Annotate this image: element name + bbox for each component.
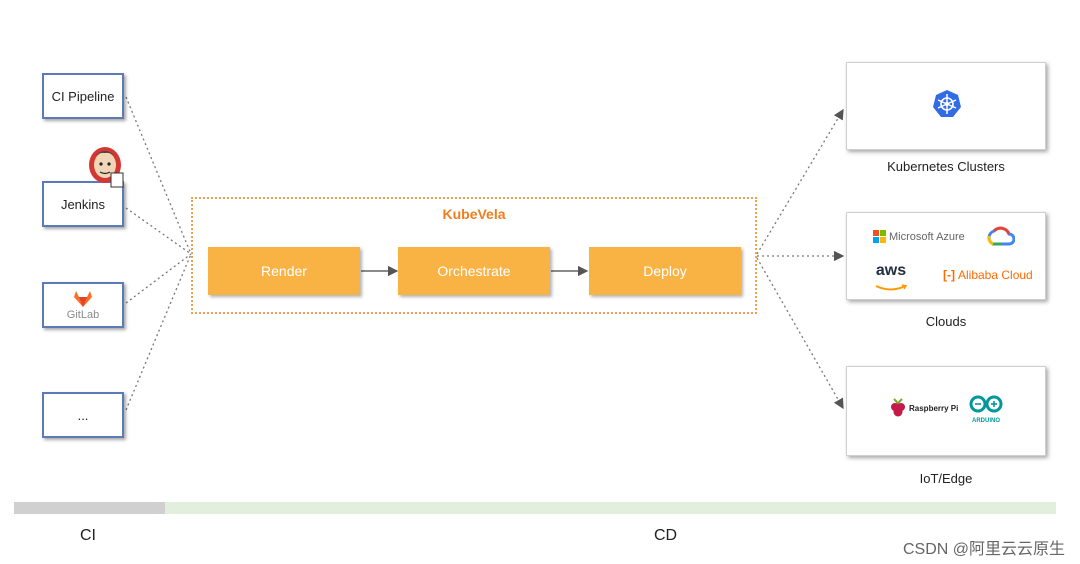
microsoft-icon xyxy=(873,230,886,243)
source-label: CI Pipeline xyxy=(51,88,115,104)
stage-label: Render xyxy=(261,263,307,279)
azure-label: Microsoft Azure xyxy=(889,230,965,243)
phase-ci-label: CI xyxy=(80,527,96,544)
connector-iot xyxy=(756,257,844,410)
stage-render: Render xyxy=(208,247,360,295)
target-label-kubernetes: Kubernetes Clusters xyxy=(887,159,1005,174)
cd-bar xyxy=(165,502,1056,514)
source-jenkins: Jenkins xyxy=(42,181,124,227)
connector-jenkins xyxy=(125,207,192,255)
phase-cd-label: CD xyxy=(654,527,678,544)
raspberry-pi-logo: Raspberry Pi xyxy=(889,397,958,419)
alibaba-logo: [-] Alibaba Cloud xyxy=(943,268,1033,282)
jenkins-logo-icon xyxy=(89,147,124,188)
stage-deploy: Deploy xyxy=(589,247,741,295)
connector-gitlab xyxy=(125,253,192,304)
target-clouds: Microsoft Azure aws [-] Alibaba Cloud xyxy=(846,212,1046,300)
target-iot: Raspberry Pi ARDUINO xyxy=(846,366,1046,456)
kubevela-title: KubeVela xyxy=(442,206,506,222)
google-cloud-icon xyxy=(987,226,1015,246)
alibaba-label: Alibaba Cloud xyxy=(958,268,1033,282)
aws-label: aws xyxy=(875,262,907,279)
raspberry-pi-icon xyxy=(891,398,905,417)
stage-orchestrate: Orchestrate xyxy=(398,247,550,295)
source-label: Jenkins xyxy=(60,196,106,212)
target-kubernetes xyxy=(846,62,1046,150)
arduino-label: ARDUINO xyxy=(972,418,1000,424)
source-ci-pipeline: CI Pipeline xyxy=(42,73,124,119)
watermark: CSDN @阿里云云原生 xyxy=(902,541,1065,558)
aws-smile-icon xyxy=(875,284,908,291)
connector-more xyxy=(125,253,192,411)
connector-k8s xyxy=(756,108,844,255)
stage-label: Orchestrate xyxy=(437,263,511,279)
connector-ci-pipeline xyxy=(125,96,192,255)
target-label-iot: IoT/Edge xyxy=(919,471,973,486)
arduino-logo: ARDUINO xyxy=(967,395,1005,425)
kubevela-frame: KubeVela xyxy=(191,197,757,314)
raspberry-pi-label: Raspberry Pi xyxy=(909,403,959,413)
azure-logo: Microsoft Azure xyxy=(873,230,965,243)
source-more: ... xyxy=(42,392,124,438)
gitlab-icon xyxy=(74,290,92,307)
arduino-icon xyxy=(969,395,1003,413)
aws-logo: aws xyxy=(873,263,909,297)
source-label: ... xyxy=(77,407,89,423)
stage-label: Deploy xyxy=(643,263,687,279)
source-gitlab: GitLab xyxy=(42,282,124,328)
alibaba-bracket-icon: [-] xyxy=(943,268,955,282)
target-label-clouds: Clouds xyxy=(925,314,967,329)
source-label: GitLab xyxy=(66,308,100,321)
kubernetes-icon xyxy=(933,90,961,117)
ci-bar xyxy=(14,502,165,514)
